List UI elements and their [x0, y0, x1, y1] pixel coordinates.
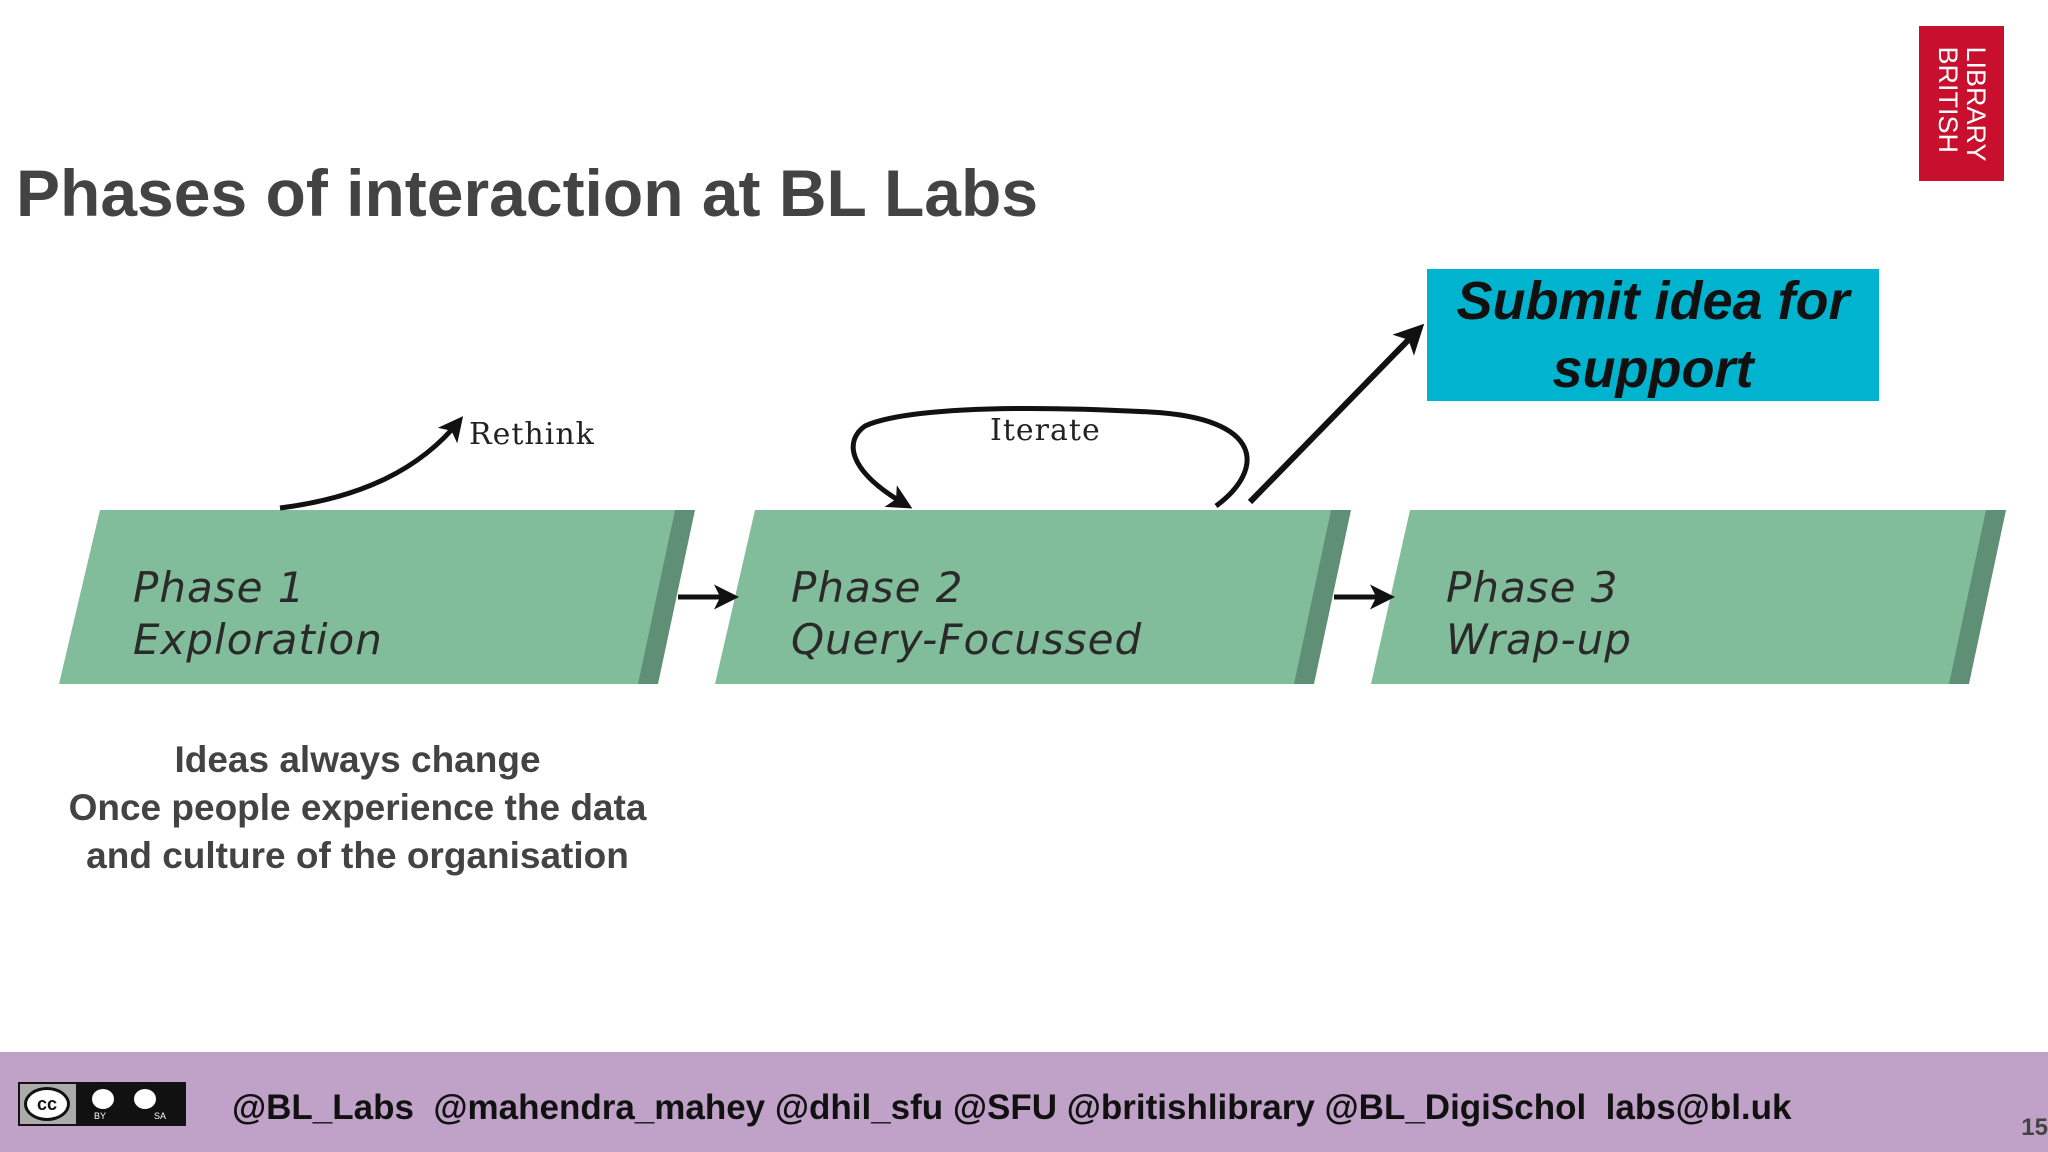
- phase-1-name: Exploration: [133, 615, 383, 664]
- page-number: 15: [2021, 1114, 2048, 1141]
- phase-1-number: Phase 1: [133, 563, 306, 612]
- iterate-label: Iterate: [990, 413, 1101, 448]
- ideas-note: Ideas always change Once people experien…: [30, 736, 685, 880]
- phase-2-label: Phase 2 Query-Focussed: [791, 562, 1142, 666]
- phase-3-label: Phase 3 Wrap-up: [1446, 562, 1632, 666]
- note-line-2: Once people experience the data: [68, 787, 647, 828]
- note-line-3: and culture of the organisation: [86, 835, 629, 876]
- phase-3-name: Wrap-up: [1446, 615, 1632, 664]
- submit-idea-line-1: Submit idea for: [1456, 271, 1850, 331]
- creative-commons-license-badge[interactable]: cc BY SA: [18, 1082, 186, 1126]
- submit-idea-line-2: support: [1552, 339, 1754, 399]
- british-library-logo: LIBRARY BRITISH: [1919, 26, 2004, 181]
- rethink-arrow: [279, 416, 464, 511]
- phase-3-edge: [1946, 510, 2006, 684]
- phase-3-number: Phase 3: [1446, 563, 1619, 612]
- phase-2-edge: [1291, 510, 1351, 684]
- iterate-loop-arrow: [850, 405, 1250, 509]
- phase-1-shape: [59, 510, 695, 684]
- footer-handles: @BL_Labs @mahendra_mahey @dhil_sfu @SFU …: [232, 1088, 1792, 1127]
- page-title: Phases of interaction at BL Labs: [16, 156, 1039, 230]
- submit-idea-box: Submit idea for support: [1427, 269, 1879, 401]
- phase-2-name: Query-Focussed: [791, 615, 1143, 664]
- phase-1-edge: [635, 510, 695, 684]
- rethink-label: Rethink: [469, 417, 595, 452]
- phase-2-body: [715, 510, 1331, 684]
- phase-3-body: [1371, 510, 1986, 684]
- share-alike-icon: [132, 1087, 158, 1111]
- submit-arrow: [1247, 323, 1425, 505]
- phase-2-shape: [715, 510, 1351, 684]
- footer-bar: cc BY SA @BL_Labs @mahendra_mahey @dhil_…: [0, 1052, 2048, 1152]
- cc-sa-text: SA: [154, 1111, 167, 1121]
- phase-2-number: Phase 2: [791, 563, 964, 612]
- phase-1-body: [59, 510, 675, 684]
- phase-1-label: Phase 1 Exploration: [133, 562, 383, 666]
- note-line-1: Ideas always change: [174, 739, 541, 780]
- cc-by-text: BY: [94, 1111, 107, 1121]
- phase-3-shape: [1371, 510, 2006, 684]
- attribution-icon: [90, 1087, 116, 1111]
- cc-icon: cc: [24, 1087, 70, 1121]
